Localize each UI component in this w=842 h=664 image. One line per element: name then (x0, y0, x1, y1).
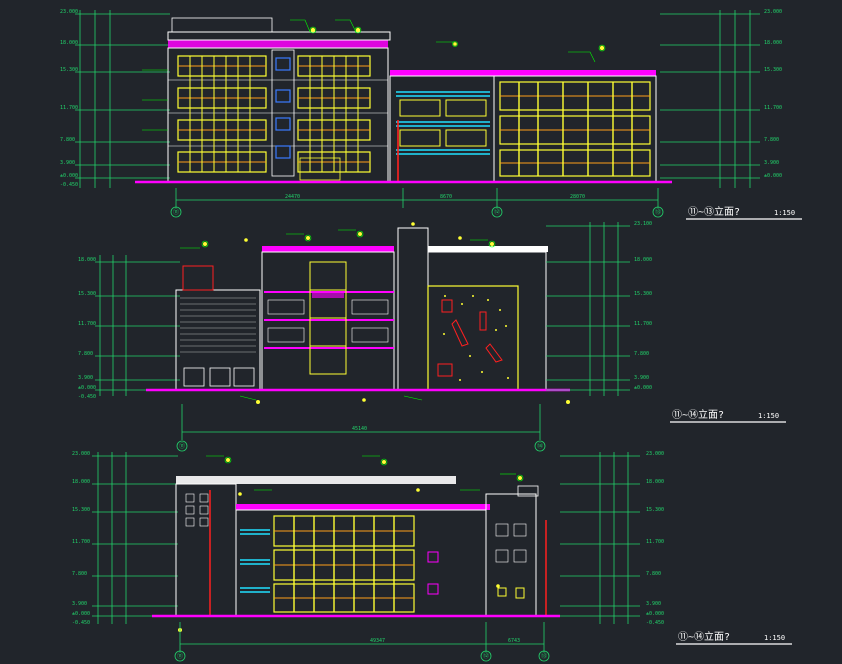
level-mark: 7.800 (764, 137, 779, 143)
level-mark: 3.900 (72, 601, 87, 607)
axis-label: ⑪ (179, 442, 185, 450)
level-mark: 18.000 (634, 257, 652, 263)
left-dimension-chain (92, 452, 178, 624)
annotation-callouts (142, 19, 606, 131)
scale-text: 1:150 (758, 412, 779, 420)
left-level-labels: 23.000 18.000 15.300 11.700 7.800 3.900 … (60, 9, 78, 188)
annotation-callouts (180, 229, 496, 401)
level-mark: ±0.000 (60, 173, 78, 179)
annotation-callouts (206, 455, 524, 491)
level-mark: 15.300 (78, 291, 96, 297)
level-mark: 23.000 (764, 9, 782, 15)
axis-label: ⑬ (541, 652, 547, 660)
dimension-value: 49347 (370, 638, 385, 644)
elevation-1: 23.000 18.000 15.300 11.700 7.800 3.900 … (60, 9, 802, 220)
level-mark: 18.000 (72, 479, 90, 485)
level-mark: 18.000 (78, 257, 96, 263)
right-dimension-chain (660, 10, 760, 188)
building-center-block (261, 246, 395, 391)
level-mark: ±0.000 (78, 385, 96, 391)
level-mark: 18.000 (646, 479, 664, 485)
horizontal-dimension (179, 622, 545, 652)
building-feature-wall (397, 227, 548, 391)
stair-core (271, 49, 295, 177)
level-mark: 11.700 (72, 539, 90, 545)
level-mark: ±0.000 (634, 385, 652, 391)
elevation-2: 18.000 15.300 11.700 7.800 3.900 ±0.000 … (78, 221, 786, 452)
dimension-value: 8670 (440, 194, 452, 200)
axis-label: ⑪ (173, 208, 179, 216)
level-mark: -0.450 (646, 620, 664, 626)
dimension-value: 28070 (570, 194, 585, 200)
level-mark: -0.450 (72, 620, 90, 626)
building-right-block (485, 485, 547, 617)
horizontal-dimension (181, 404, 541, 440)
elevation-title: ⑪~⑭立面? 1:150 (670, 408, 786, 423)
level-mark: 15.300 (764, 67, 782, 73)
level-mark: 11.700 (764, 105, 782, 111)
window-rows (177, 55, 371, 173)
axis-bubbles: ⑪ ⑭ (176, 440, 546, 452)
level-mark: 7.800 (60, 137, 75, 143)
right-dimension-chain (546, 222, 630, 396)
axis-label: ⑫ (494, 208, 500, 216)
level-mark: 7.800 (634, 351, 649, 357)
axis-label: ⑫ (483, 652, 489, 660)
scale-text: 1:150 (764, 634, 785, 642)
level-mark: 7.800 (646, 571, 661, 577)
level-mark: 15.300 (60, 67, 78, 73)
level-mark: 11.700 (60, 105, 78, 111)
level-mark: 15.300 (72, 507, 90, 513)
level-mark: 18.000 (60, 40, 78, 46)
elevation-title: ⑪~⑬立面? 1:150 (686, 205, 802, 220)
level-mark: 23.100 (634, 221, 652, 227)
level-mark: 3.900 (764, 160, 779, 166)
level-mark: 23.000 (646, 451, 664, 457)
level-mark: 11.700 (646, 539, 664, 545)
dimension-value: 24470 (285, 194, 300, 200)
axis-label: ⑪ (177, 652, 183, 660)
elevation-3: 23.000 18.000 15.300 11.700 7.800 3.900 … (72, 451, 792, 662)
level-mark: 23.000 (60, 9, 78, 15)
title-text: ⑪~⑭立面? (678, 630, 730, 643)
level-mark: 3.900 (634, 375, 649, 381)
level-mark: 11.700 (634, 321, 652, 327)
level-mark: 15.300 (646, 507, 664, 513)
level-mark: 7.800 (72, 571, 87, 577)
level-mark: 3.900 (646, 601, 661, 607)
level-mark: 11.700 (78, 321, 96, 327)
title-text: ⑪~⑭立面? (672, 408, 724, 421)
building-middle-block (389, 70, 495, 183)
level-mark: 3.900 (78, 375, 93, 381)
level-mark: -0.450 (78, 394, 96, 400)
level-mark: 3.900 (60, 160, 75, 166)
building-right-block (493, 70, 657, 183)
level-mark: ±0.000 (764, 173, 782, 179)
dimension-value: 45140 (352, 426, 367, 432)
left-dimension-chain (95, 255, 180, 396)
dimension-value: 6743 (508, 638, 520, 644)
left-dimension-chain (75, 10, 170, 188)
elevation-title: ⑪~⑭立面? 1:150 (676, 630, 792, 645)
level-mark: 23.000 (72, 451, 90, 457)
level-mark: -0.450 (60, 182, 78, 188)
level-mark: 15.300 (634, 291, 652, 297)
building-left-block (175, 265, 261, 391)
horizontal-dimension (175, 188, 659, 208)
axis-bubbles: ⑪ ⑫ ⑬ (174, 650, 550, 662)
scale-text: 1:150 (774, 209, 795, 217)
level-mark: ±0.000 (646, 611, 664, 617)
level-mark: ±0.000 (72, 611, 90, 617)
axis-label: ⑭ (537, 442, 543, 450)
axis-bubbles: ⑪ ⑫ ⑬ (170, 206, 664, 218)
building-left-block (167, 17, 391, 183)
building-center-block (235, 504, 490, 617)
axis-label: ⑬ (655, 208, 661, 216)
right-dimension-chain (560, 452, 640, 624)
level-mark: 18.000 (764, 40, 782, 46)
title-text: ⑪~⑬立面? (688, 205, 740, 218)
level-mark: 7.800 (78, 351, 93, 357)
